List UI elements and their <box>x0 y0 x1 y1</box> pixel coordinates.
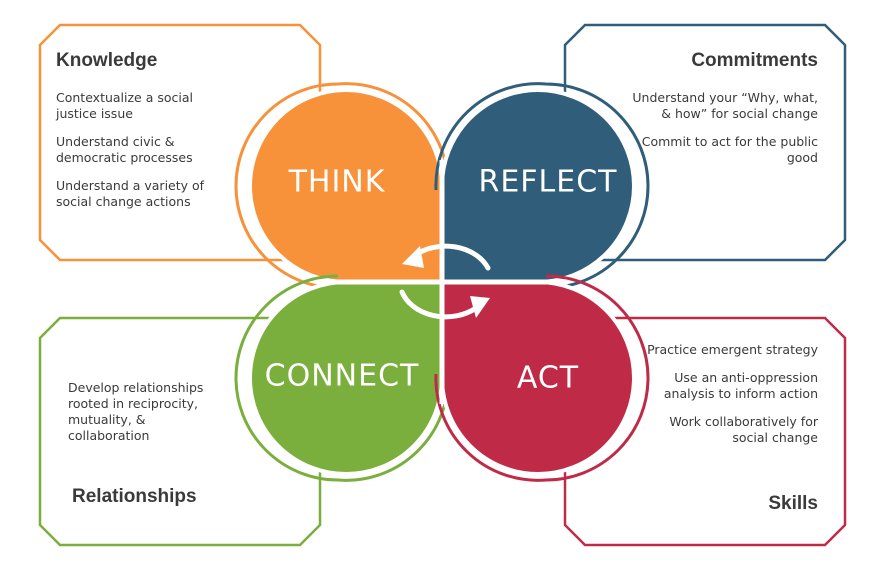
skills-title: Skills <box>768 493 818 514</box>
act-petal-outline <box>434 274 650 482</box>
act-petal <box>440 280 636 477</box>
cycle-arrows-icon <box>399 243 491 320</box>
commitments-list: Understand your “Why, what, & how” for s… <box>628 90 818 178</box>
relationships-list: Develop relationships rooted in reciproc… <box>68 380 218 456</box>
connect-petal-outline <box>234 274 450 482</box>
reflect-petal <box>440 87 636 284</box>
skills-item: Work collaboratively for social change <box>669 414 818 445</box>
relationships-title: Relationships <box>72 486 197 507</box>
connect-label: CONNECT <box>264 358 420 394</box>
relationships-item: Develop relationships rooted in reciproc… <box>68 380 204 443</box>
skills-item: Practice emergent strategy <box>647 342 818 357</box>
think-petal <box>248 87 444 284</box>
think-petal-outline <box>234 82 450 290</box>
reflect-label: REFLECT <box>478 164 618 200</box>
knowledge-item: Understand civic & democratic processes <box>56 134 193 165</box>
commitments-item: Understand your “Why, what, & how” for s… <box>632 90 818 121</box>
knowledge-list: Contextualize a social justice issue Und… <box>56 90 231 222</box>
connect-petal <box>248 280 444 477</box>
commitments-title: Commitments <box>691 50 818 71</box>
reflect-petal-outline <box>434 82 650 290</box>
skills-list: Practice emergent strategy Use an anti-o… <box>643 342 818 458</box>
commitments-item: Commit to act for the public good <box>641 134 818 165</box>
skills-item: Use an anti-oppression analysis to infor… <box>663 370 818 401</box>
knowledge-title: Knowledge <box>56 50 158 71</box>
think-label: THINK <box>288 164 386 200</box>
knowledge-item: Contextualize a social justice issue <box>56 90 193 121</box>
knowledge-item: Understand a variety of social change ac… <box>56 178 205 209</box>
act-label: ACT <box>516 360 580 396</box>
